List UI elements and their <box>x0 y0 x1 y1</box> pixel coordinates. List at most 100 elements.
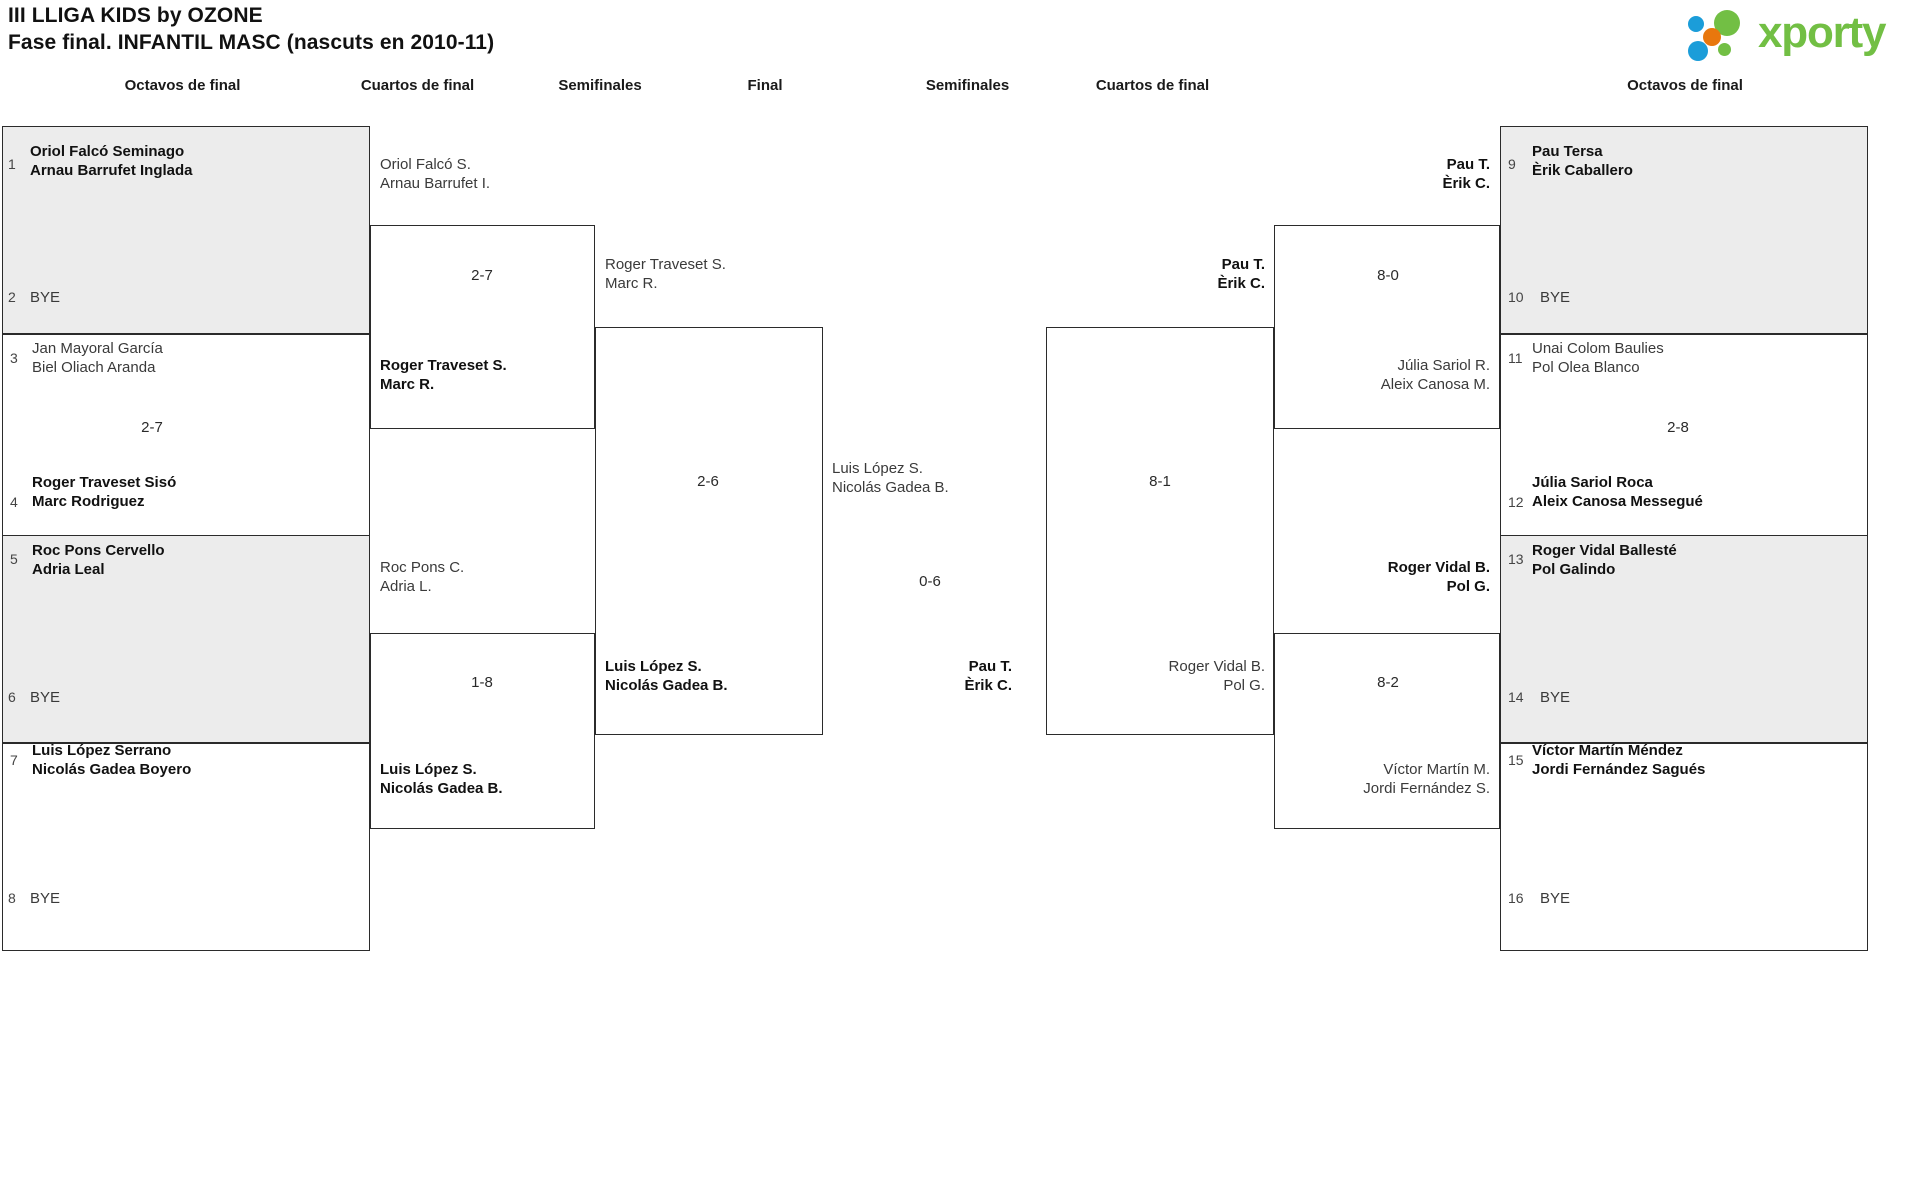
player-pair-seed-15: Víctor Martín Méndez Jordi Fernández Sag… <box>1532 741 1705 779</box>
r16-match-box-8[interactable] <box>1500 743 1868 951</box>
qf-match-box-left-2[interactable] <box>370 633 595 829</box>
player-pair-final-right: Pau T. Èrik C. <box>862 657 1012 695</box>
r16-match-box-2[interactable] <box>2 334 370 542</box>
score-qf-left-1: 2-7 <box>471 267 493 284</box>
title-block: III LLIGA KIDS by OZONE Fase final. INFA… <box>8 2 494 56</box>
player-pair-seed-1: Oriol Falcó Seminago Arnau Barrufet Ingl… <box>30 142 193 180</box>
player-line-1: Roger Vidal B. <box>1387 559 1490 576</box>
seed-number-6: 6 <box>8 689 16 705</box>
player-line-2: Biel Oliach Aranda <box>32 359 156 376</box>
seed-number-16: 16 <box>1508 890 1524 906</box>
player-pair-seed-12: Júlia Sariol Roca Aleix Canosa Messegué <box>1532 473 1703 511</box>
player-line-2: Aleix Canosa M. <box>1380 376 1490 393</box>
seed-number-12: 12 <box>1508 494 1524 510</box>
player-line-1: Oriol Falcó S. <box>380 156 471 173</box>
player-pair-seed-13: Roger Vidal Ballesté Pol Galindo <box>1532 541 1677 579</box>
player-line-2: Nicolás Gadea Boyero <box>32 761 192 778</box>
tournament-subtitle: Fase final. INFANTIL MASC (nascuts en 20… <box>8 31 495 54</box>
player-line-2: Arnau Barrufet I. <box>380 175 491 192</box>
player-line-2: Arnau Barrufet Inglada <box>30 162 193 179</box>
player-pair-seed-9: Pau Tersa Èrik Caballero <box>1532 142 1633 180</box>
score-r16-match-6: 2-8 <box>1667 419 1689 436</box>
round-header-left-r16: Octavos de final <box>124 77 241 94</box>
player-line-2: Pol Galindo <box>1532 561 1616 578</box>
player-line-2: Marc R. <box>605 275 658 292</box>
player-pair-qf-right-1a: Pau T. Èrik C. <box>1320 155 1490 193</box>
qf-match-box-right-1[interactable] <box>1274 225 1500 429</box>
player-pair-seed-5: Roc Pons Cervello Adria Leal <box>32 541 165 579</box>
player-pair-sf-right-a: Pau T. Èrik C. <box>1095 255 1265 293</box>
seed-number-3: 3 <box>10 350 18 366</box>
score-qf-left-2: 1-8 <box>471 674 493 691</box>
score-sf-right: 8-1 <box>1149 473 1171 490</box>
player-line-1: Pau T. <box>1221 256 1265 273</box>
player-line-1: Unai Colom Baulies <box>1532 340 1664 357</box>
seed-number-7: 7 <box>10 752 18 768</box>
player-line-1: Roger Vidal B. <box>1168 658 1265 675</box>
qf-match-box-left-1[interactable] <box>370 225 595 429</box>
player-pair-seed-11: Unai Colom Baulies Pol Olea Blanco <box>1532 339 1664 377</box>
player-line-2: Aleix Canosa Messegué <box>1532 493 1703 510</box>
player-line-1: Víctor Martín Méndez <box>1532 742 1683 759</box>
player-line-1: Roc Pons Cervello <box>32 542 165 559</box>
player-line-1: Oriol Falcó Seminago <box>30 143 185 160</box>
player-line-2: Èrik Caballero <box>1532 162 1633 179</box>
player-line-2: Jordi Fernández S. <box>1363 780 1490 797</box>
sf-match-box-left[interactable] <box>595 327 823 735</box>
player-line-2: Jordi Fernández Sagués <box>1532 761 1706 778</box>
player-line-1: Pau T. <box>1446 156 1490 173</box>
player-line-2: Adria L. <box>380 578 432 595</box>
round-header-left-sf: Semifinales <box>558 77 642 94</box>
player-line-2: Èrik C. <box>1442 175 1490 192</box>
bye-label-10: BYE <box>1540 289 1571 306</box>
player-line-1: Jan Mayoral García <box>32 340 163 357</box>
r16-match-box-3[interactable] <box>2 535 370 743</box>
round-header-final: Final <box>747 77 783 94</box>
r16-match-box-6[interactable] <box>1500 334 1868 542</box>
r16-match-box-4[interactable] <box>2 743 370 951</box>
seed-number-8: 8 <box>8 890 16 906</box>
player-pair-sf-left-a: Roger Traveset S. Marc R. <box>605 255 726 293</box>
tournament-title: III LLIGA KIDS by OZONE <box>8 4 263 27</box>
player-line-1: Roger Vidal Ballesté <box>1532 542 1677 559</box>
player-line-1: Júlia Sariol Roca <box>1532 474 1653 491</box>
player-line-2: Nicolás Gadea B. <box>605 677 728 694</box>
player-line-2: Nicolás Gadea B. <box>380 780 503 797</box>
player-line-2: Pol G. <box>1446 578 1490 595</box>
r16-match-box-5[interactable] <box>1500 126 1868 334</box>
seed-number-14: 14 <box>1508 689 1524 705</box>
xporty-logo[interactable]: xporty <box>1650 4 1910 66</box>
bye-label-14: BYE <box>1540 689 1571 706</box>
round-header-right-qf: Cuartos de final <box>1095 77 1210 94</box>
seed-number-9: 9 <box>1508 156 1516 172</box>
bye-label-8: BYE <box>30 890 61 907</box>
r16-match-box-1[interactable] <box>2 126 370 334</box>
player-line-1: Pau Tersa <box>1532 143 1603 160</box>
bye-label-16: BYE <box>1540 890 1571 907</box>
player-line-1: Luis López Serrano <box>32 742 172 759</box>
bye-label-2: BYE <box>30 289 61 306</box>
score-qf-right-2: 8-2 <box>1377 674 1399 691</box>
player-line-1: Roger Traveset S. <box>380 357 507 374</box>
player-pair-seed-4: Roger Traveset Sisó Marc Rodriguez <box>32 473 176 511</box>
player-line-2: Pol G. <box>1223 677 1265 694</box>
seed-number-4: 4 <box>10 494 18 510</box>
bye-label-6: BYE <box>30 689 61 706</box>
player-pair-qf-right-2a: Roger Vidal B. Pol G. <box>1300 558 1490 596</box>
score-final: 0-6 <box>919 573 941 590</box>
qf-match-box-right-2[interactable] <box>1274 633 1500 829</box>
player-line-2: Nicolás Gadea B. <box>832 479 949 496</box>
player-pair-qf-left-1b: Roger Traveset S. Marc R. <box>380 356 507 394</box>
score-sf-left: 2-6 <box>697 473 719 490</box>
sf-match-box-right[interactable] <box>1046 327 1274 735</box>
round-header-right-sf: Semifinales <box>925 77 1010 94</box>
player-line-2: Èrik C. <box>1217 275 1265 292</box>
seed-number-11: 11 <box>1508 350 1523 366</box>
player-line-1: Roger Traveset S. <box>605 256 726 273</box>
logo-dots-icon <box>1688 10 1758 62</box>
r16-match-box-7[interactable] <box>1500 535 1868 743</box>
player-pair-qf-right-1b: Júlia Sariol R. Aleix Canosa M. <box>1300 356 1490 394</box>
player-pair-seed-3: Jan Mayoral García Biel Oliach Aranda <box>32 339 163 377</box>
player-line-1: Júlia Sariol R. <box>1397 357 1490 374</box>
seed-number-1: 1 <box>8 156 16 172</box>
